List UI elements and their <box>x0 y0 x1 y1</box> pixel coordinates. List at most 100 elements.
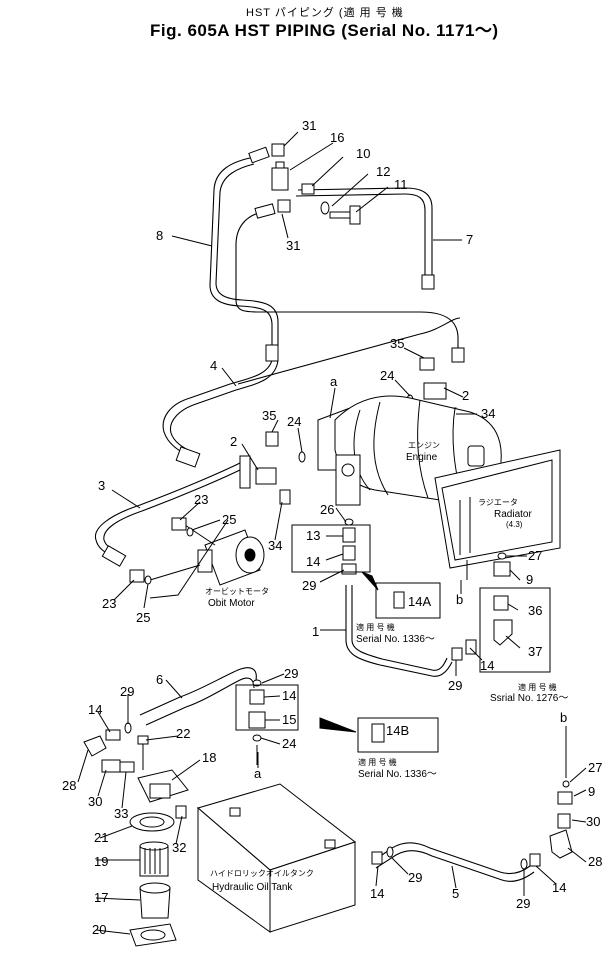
callout-32: 32 <box>172 840 186 855</box>
radiator <box>434 445 561 569</box>
callout-29-left: 29 <box>120 684 134 699</box>
ref-b-top: b <box>456 592 463 607</box>
note-14b-jp: 適 用 号 機 <box>358 757 397 767</box>
gasket-20 <box>129 923 177 947</box>
callout-14B: 14B <box>386 723 409 738</box>
callout-20: 20 <box>92 922 106 937</box>
callout-14-stack: 14 <box>282 688 296 703</box>
callout-21: 21 <box>94 830 108 845</box>
callout-22: 22 <box>176 726 190 741</box>
fittings-14-29-left <box>83 722 132 757</box>
pipe-8 <box>209 157 273 345</box>
ref-b-bottom: b <box>560 710 567 725</box>
callout-8: 8 <box>156 228 163 243</box>
fitting-stack-13-14 <box>291 518 371 575</box>
callout-17: 17 <box>94 890 108 905</box>
pipe-7-c <box>297 187 433 285</box>
callout-9-lower: 9 <box>588 784 595 799</box>
callout-14-pipe1: 14 <box>480 658 494 673</box>
pipe-1-b <box>351 585 448 671</box>
pipe-5-b <box>375 850 535 882</box>
callout-14: 14 <box>306 554 320 569</box>
callout-1: 1 <box>312 624 319 639</box>
filter-head-18 <box>137 769 189 819</box>
bolt-22 <box>137 735 149 770</box>
callout-11: 11 <box>394 177 408 192</box>
callout-36: 36 <box>528 603 542 618</box>
callout-34-lower: 34 <box>268 538 282 553</box>
motor-label-jp: オービットモータ <box>205 587 269 596</box>
hydraulic-oil-tank <box>196 783 357 933</box>
fitting-2-lower <box>239 455 277 489</box>
callout-31: 31 <box>302 118 316 133</box>
callout-19: 19 <box>94 854 108 869</box>
fitting-31-lower <box>254 199 291 219</box>
pipe-6 <box>139 667 257 716</box>
radiator-label-jp: ラジエータ <box>478 498 518 507</box>
callout-30: 30 <box>88 794 102 809</box>
radiator-fittings-27-9 <box>466 552 511 580</box>
fittings-14-29-tank <box>371 846 394 865</box>
washer-12 <box>320 201 330 215</box>
note-14a-en: Serial No. 1336～ <box>356 634 435 645</box>
fitting-14B-detail <box>319 717 439 753</box>
callout-27: 27 <box>528 548 542 563</box>
pipe-7-b <box>295 193 426 285</box>
callout-27-lower: 27 <box>588 760 602 775</box>
callout-9: 9 <box>526 572 533 587</box>
obit-motor <box>149 524 265 586</box>
callout-12: 12 <box>376 164 390 179</box>
figure-subtitle: HST パイピング (適 用 号 機 <box>246 7 404 19</box>
callout-35: 35 <box>390 336 404 351</box>
callout-26: 26 <box>320 502 334 517</box>
radiator-option-36-37 <box>479 587 551 673</box>
callout-4: 4 <box>210 358 217 373</box>
fitting-14-pipe1-end <box>451 639 477 661</box>
pipe-3 <box>94 461 243 557</box>
callout-30-right: 30 <box>586 814 600 829</box>
callout-14A: 14A <box>408 594 431 609</box>
callout-29-pipe1: 29 <box>448 678 462 693</box>
fitting-14A-detail <box>361 571 441 619</box>
callout-33: 33 <box>114 806 128 821</box>
callout-2-lower: 2 <box>230 434 237 449</box>
radiator-label-en: Radiator <box>494 509 532 520</box>
callout-28: 28 <box>62 778 76 793</box>
note-1276-jp: 適 用 号 機 <box>518 682 557 692</box>
engine-label-jp: エンジン <box>408 441 440 450</box>
note-14a-jp: 適 用 号 機 <box>356 622 395 632</box>
tank-label-jp: ハイドロリックオイルタンク <box>210 869 314 878</box>
callout-37: 37 <box>528 644 542 659</box>
callout-28-right: 28 <box>588 854 602 869</box>
case-17 <box>139 882 171 919</box>
callout-35-lower: 35 <box>262 408 276 423</box>
clip-10 <box>301 183 315 195</box>
ref-a-top: a <box>330 374 338 389</box>
callout-23-lower: 23 <box>102 596 116 611</box>
engine-label-en: Engine <box>406 452 438 463</box>
pipe-7 <box>235 211 459 360</box>
pipe-4-c <box>237 317 461 385</box>
pipe-8-inner <box>215 163 279 345</box>
figure-title: Fig. 605A HST PIPING (Serial No. 1171～) <box>150 21 499 40</box>
callout-24: 24 <box>380 368 394 383</box>
fittings-30-33 <box>101 759 135 773</box>
pipe-4-b <box>169 359 279 453</box>
callout-6: 6 <box>156 672 163 687</box>
fitting-34-lower <box>279 489 291 505</box>
callout-2: 2 <box>462 388 469 403</box>
gasket-21 <box>129 812 175 832</box>
radiator-label-small: (4.3) <box>506 520 523 529</box>
callout-29: 29 <box>302 578 316 593</box>
pipe-4 <box>162 359 273 457</box>
callout-24-stack: 24 <box>282 736 296 751</box>
callout-7: 7 <box>466 232 473 247</box>
fitting-35-lower <box>265 344 279 447</box>
pipe-1 <box>345 585 453 677</box>
pipe-5 <box>371 842 531 875</box>
fitting-2-upper <box>423 382 447 400</box>
leader-lines <box>77 131 587 935</box>
callout-5: 5 <box>452 886 459 901</box>
motor-fitting-23-lower <box>129 569 152 585</box>
